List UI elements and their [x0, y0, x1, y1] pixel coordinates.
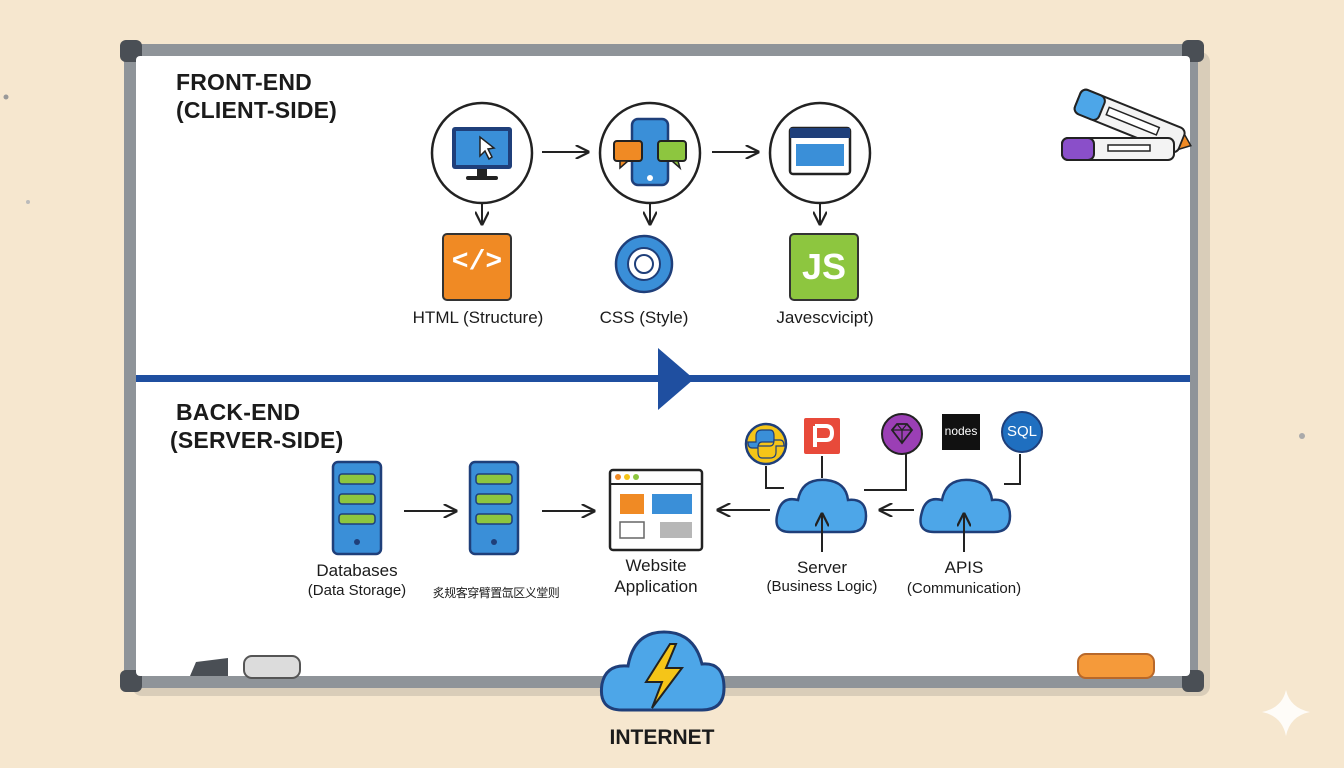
markers-icon	[1061, 88, 1192, 161]
css-ring-icon	[614, 234, 674, 294]
internet-label: INTERNET	[609, 726, 715, 749]
apis-label: APIS	[944, 558, 984, 577]
sparkle-icon	[1262, 690, 1310, 736]
frontend-title: FRONT-END	[176, 69, 312, 95]
connector-line	[864, 454, 907, 491]
frame-corner	[120, 670, 142, 692]
html-label: HTML (Structure)	[412, 308, 544, 327]
server-sublabel: (Business Logic)	[766, 578, 878, 595]
marker-cap-icon	[243, 655, 301, 679]
mobile-circle-node	[598, 101, 702, 205]
p-brand-icon	[804, 418, 840, 454]
marker-cap-icon	[1077, 653, 1155, 679]
apis-sublabel: (Communication)	[906, 580, 1022, 597]
css-label: CSS (Style)	[599, 308, 689, 327]
dot	[3, 94, 9, 100]
js-badge-icon	[789, 233, 859, 301]
nodejs-badge-text: nodes	[944, 424, 978, 438]
html-badge-text: </>	[451, 247, 503, 278]
databases-label: Databases	[316, 561, 398, 580]
server-label: Server	[796, 558, 848, 577]
js-label: Javescvicipt)	[776, 308, 874, 327]
server-cloud-icon	[775, 478, 868, 534]
connector-line	[1004, 454, 1021, 485]
browser-circle-node	[768, 101, 872, 205]
nodejs-icon	[942, 414, 980, 450]
html-badge-icon	[442, 233, 512, 301]
python-icon	[744, 422, 788, 466]
divider-line	[136, 348, 1190, 410]
sql-icon	[1001, 411, 1043, 453]
database2-label: 炙规客穿臂置氙区义堂则	[432, 586, 560, 600]
gem-icon	[881, 413, 923, 455]
dot	[26, 200, 30, 204]
monitor-circle-node	[430, 101, 534, 205]
sql-badge-text: SQL	[1006, 423, 1037, 440]
connector-line	[765, 466, 784, 489]
databases-sublabel: (Data Storage)	[307, 582, 407, 599]
dot	[1299, 433, 1305, 439]
js-badge-text: JS	[801, 246, 847, 287]
backend-title: BACK-END	[176, 399, 301, 425]
website-sublabel: Application	[614, 577, 698, 596]
database-icon	[468, 460, 520, 556]
apis-cloud-icon	[919, 478, 1012, 534]
database-icon	[331, 460, 383, 556]
backend-subtitle: (SERVER-SIDE)	[170, 427, 344, 453]
frontend-subtitle: (CLIENT-SIDE)	[176, 97, 338, 123]
website-window-icon	[608, 468, 704, 552]
eraser-icon	[190, 658, 228, 676]
internet-cloud-icon	[599, 630, 726, 712]
website-label: Website	[625, 556, 687, 575]
